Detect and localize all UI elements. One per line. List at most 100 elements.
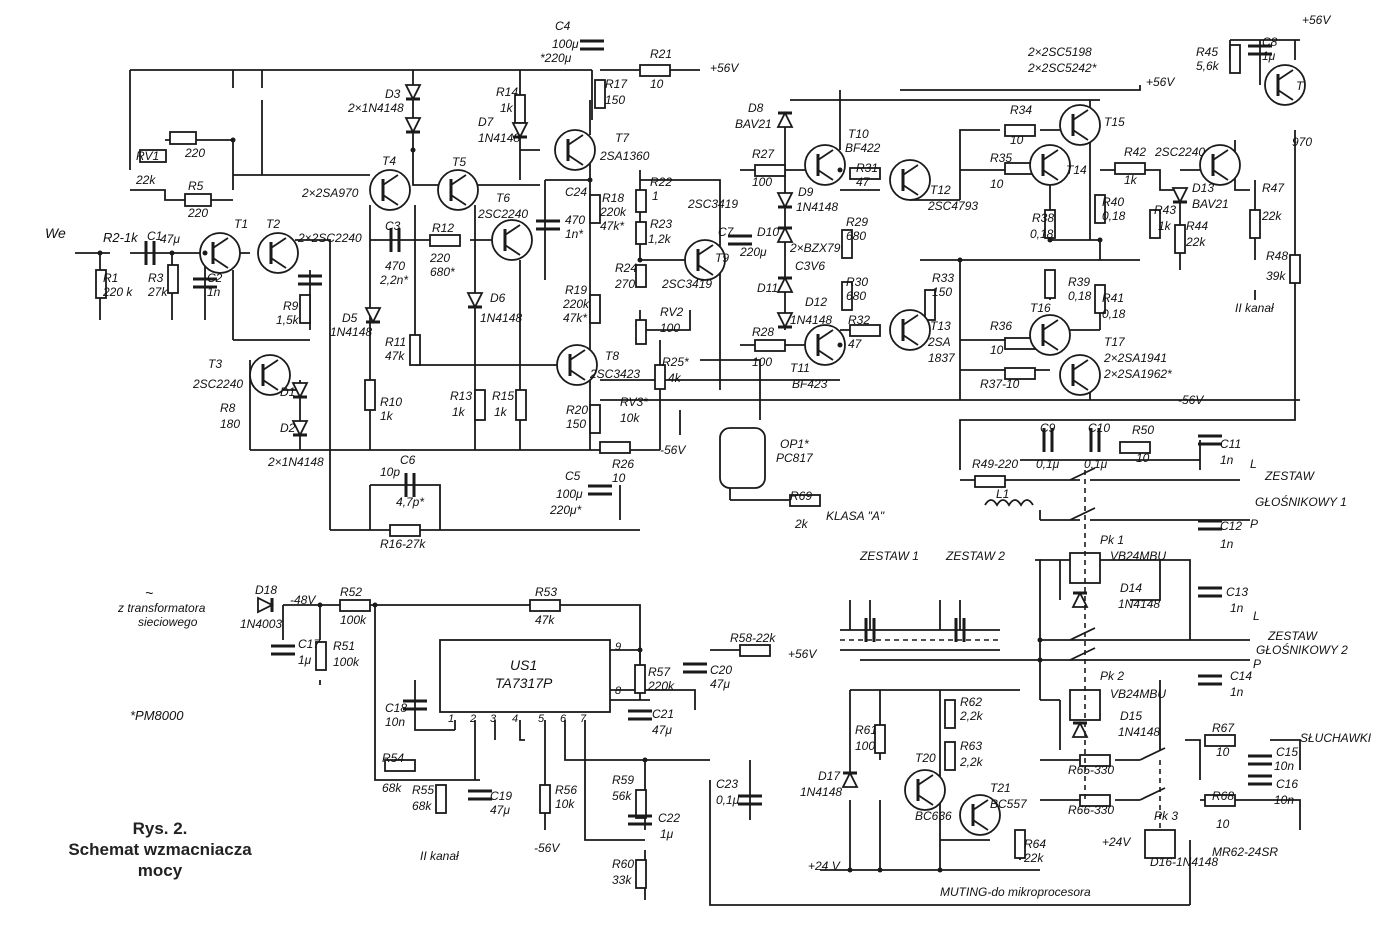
label-c5v: 100μ [556,487,583,501]
wire-118 [1270,739,1301,770]
resistor-51 [944,699,956,729]
label-us1t: TA7317P [495,675,553,691]
label-r41v: 0,18 [1102,307,1126,321]
label-l_b: L [1253,609,1260,623]
wire-49 [700,359,761,420]
label-pk2t: VB24MBU [1110,687,1166,701]
junction-10 [1047,237,1053,243]
label-c15: C15 [1276,745,1298,759]
resistor-36 [1094,194,1106,224]
label-t14: T14 [1066,163,1087,177]
label-r20: R20 [566,403,588,417]
label-r22v: 1 [652,189,659,203]
wire-103 [1035,559,1041,700]
label-r41: R41 [1102,291,1124,305]
wire-156 [640,689,696,710]
label-d5: D5 [342,311,358,325]
ic-us1-body [439,639,611,713]
wire-22 [295,239,331,530]
diode-2-triangle [404,84,422,102]
label-d15: D15 [1120,709,1142,723]
label-d17: D17 [818,769,841,783]
transistor-10-body [804,324,846,366]
resistor-8 [474,389,486,421]
label-z2: ZESTAW 2 [945,549,1005,563]
label-t8: T8 [605,349,619,363]
schematic-components [95,39,1306,889]
label-d9: D9 [798,185,814,199]
diode-1-triangle [291,420,309,438]
diode-16-triangle [841,770,859,788]
label-pk1t: VB24MBU [1110,549,1166,563]
label-c17v: 1μ [298,653,312,667]
label-r12v: 220 [429,251,450,265]
transistor-7-emitter [569,369,586,381]
label-r18v: 220k [599,205,627,219]
switch-contact-4 [1139,747,1166,761]
resistor-60 [739,644,771,657]
label-r18: R18 [602,191,624,205]
label-c15v: 10n [1274,759,1294,773]
transistor-19-emitter [917,794,934,806]
label-t7: T7 [615,131,630,145]
resistor-27 [841,281,853,311]
resistor-14 [389,524,421,537]
diode-8-triangle [776,192,794,210]
label-c17: C17 [298,637,321,651]
label-r36: R36 [990,319,1012,333]
transistor-20-body [959,794,1001,836]
label-r50v: 10 [1136,451,1150,465]
label-r25: R25* [662,355,689,369]
label-r33: R33 [932,271,954,285]
junction-1 [169,250,175,256]
label-r64v: 22k [1023,851,1044,865]
resistor-29 [849,324,881,337]
label-r22: R22 [650,175,672,189]
label-c22v: 1μ [660,827,674,841]
label-d12: 2×1N4148 [267,455,324,469]
resistor-34 [1004,367,1036,380]
resistor-22 [589,404,601,434]
junction-15 [317,602,323,608]
caption-line-2: Schemat wzmacniacza [68,840,252,859]
component-note: *PM8000 [130,708,184,723]
label-r52: R52 [340,585,362,599]
caption-line-1: Rys. 2. [132,819,188,838]
label-r10: R10 [380,395,402,409]
label-zg1b: GŁOŚNIKOWY 1 [1255,494,1347,509]
label-d1: D1 [280,385,295,399]
label-r21v: 10 [650,77,664,91]
label-r59v: 56k [612,789,632,803]
label-t45pair: 2×2SA970 [301,186,359,200]
junction-9 [957,257,963,263]
resistor-38 [1094,284,1106,314]
label-d6t: 1N4148 [480,311,522,325]
label-r38v: 0,18 [1030,227,1054,241]
wire-144 [374,605,420,781]
transistor-4-body [437,169,479,211]
label-r28v: 100 [752,355,772,369]
label-p56c: +56V [1302,13,1331,27]
label-r3: R3 [148,271,164,285]
label-c20: C20 [710,663,732,677]
label-pin7: 7 [580,713,587,725]
label-t10: T10 [848,127,869,141]
label-pk3t: MR62-24SR [1212,845,1278,859]
label-c19v: 47μ [490,803,510,817]
label-r31v: 47 [856,175,871,189]
transistor-11-emitter [902,184,919,196]
optocoupler-op1 [719,427,766,489]
caption-line-3: mocy [137,861,183,880]
label-c22: C22 [658,811,680,825]
label-d12b: D12 [805,295,827,309]
label-d11: D11 [757,281,778,295]
resistor-28 [849,167,881,180]
label-r56: R56 [555,783,577,797]
label-us1: US1 [510,657,537,673]
label-t13t: 2SA [927,335,951,349]
label-t6t: 2SC2240 [477,207,528,221]
label-klasa: KLASA "A" [826,509,885,523]
label-r47: R47 [1262,181,1285,195]
switch-contact-0 [1069,467,1096,481]
diode-17-triangle [257,596,275,614]
